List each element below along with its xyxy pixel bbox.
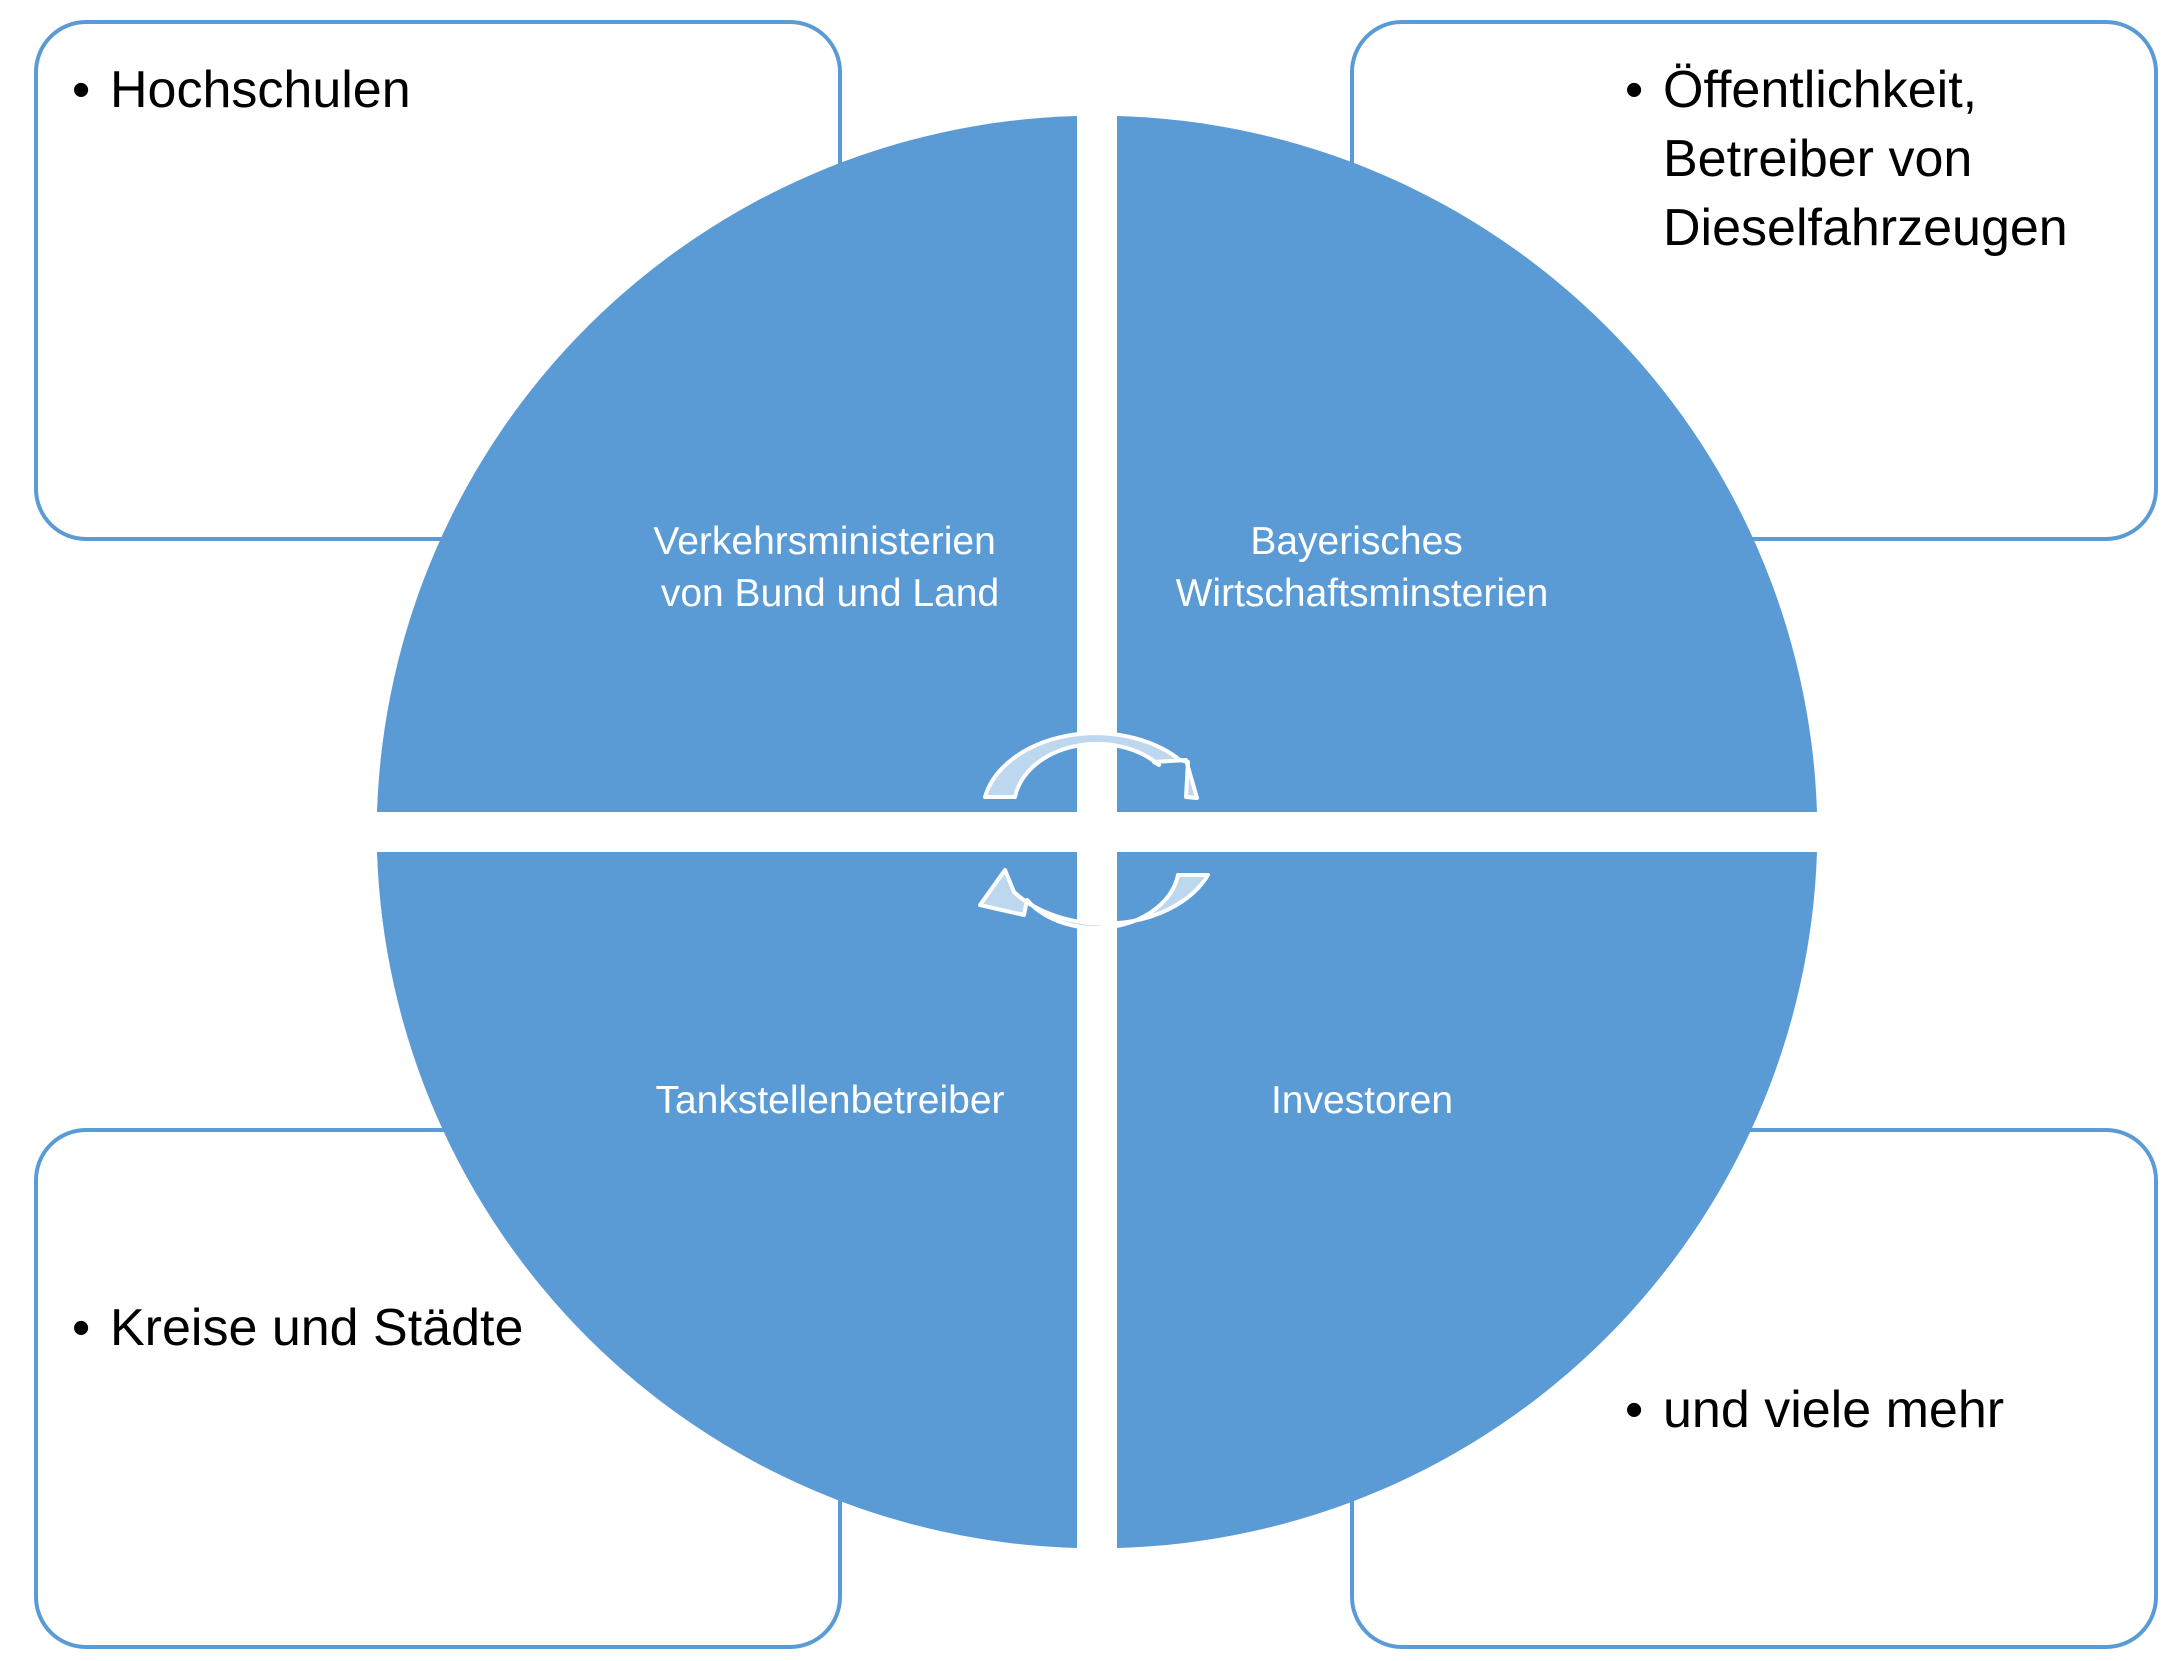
outer-box-bottom-left-text: • Kreise und Städte (72, 1299, 523, 1357)
quadrant-label-bottom-left: Tankstellenbetreiber (655, 1079, 1004, 1122)
quadrant-label-top-right: Bayerisches Wirtschaftsminsterien (1176, 520, 1549, 615)
outer-box-top-left-text: • Hochschulen (72, 61, 411, 119)
cycle-arrows-icon (978, 731, 1210, 931)
quadrant-label-bottom-right: Investoren (1271, 1079, 1453, 1122)
outer-box-top-right-text: • Öffentlichkeit, Betreiber von Dieselfa… (1625, 61, 2068, 257)
quadrant-bottom-left (377, 852, 1077, 1548)
bullet: • (72, 61, 90, 119)
quadrant-top-left (377, 116, 1077, 812)
bullet: • (1625, 61, 1643, 119)
quadrant-top-right (1117, 116, 1817, 812)
outer-box-bottom-right-text: • und viele mehr (1625, 1381, 2004, 1439)
cycle-arrow-top-icon (983, 731, 1199, 800)
bullet: • (1625, 1381, 1643, 1439)
cycle-arrow-bottom-icon (978, 868, 1210, 931)
bullet: • (72, 1299, 90, 1357)
quadrant-label-top-left: Verkehrsministerien von Bund und Land (653, 520, 1006, 615)
quadrant-bottom-right (1117, 852, 1817, 1548)
